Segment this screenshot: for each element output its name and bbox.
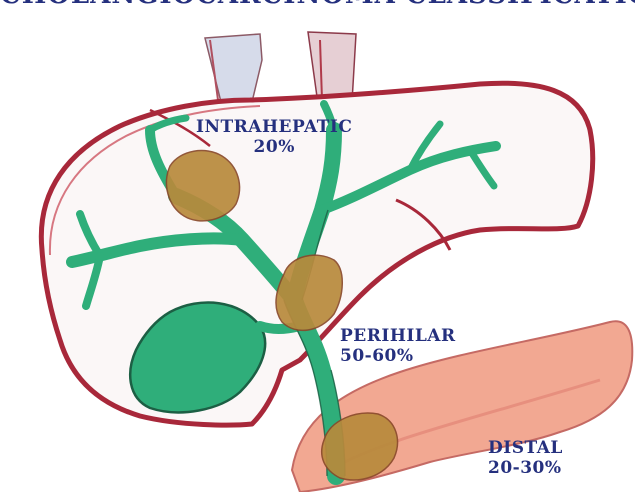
label-intrahepatic-name: INTRAHEPATIC: [196, 118, 352, 138]
label-distal: DISTAL 20-30%: [488, 439, 563, 478]
tumor-intrahepatic: [166, 151, 239, 221]
label-perihilar-name: PERIHILAR: [340, 327, 456, 347]
diagram-title: CHOLANGIOCARCINOMA CLASSIFICATION: [0, 0, 635, 11]
label-intrahepatic: INTRAHEPATIC 20%: [196, 118, 352, 157]
label-distal-name: DISTAL: [488, 439, 563, 459]
label-perihilar-percent: 50-60%: [340, 347, 456, 367]
label-intrahepatic-percent: 20%: [196, 138, 352, 158]
label-perihilar: PERIHILAR 50-60%: [340, 327, 456, 366]
label-distal-percent: 20-30%: [488, 459, 563, 479]
